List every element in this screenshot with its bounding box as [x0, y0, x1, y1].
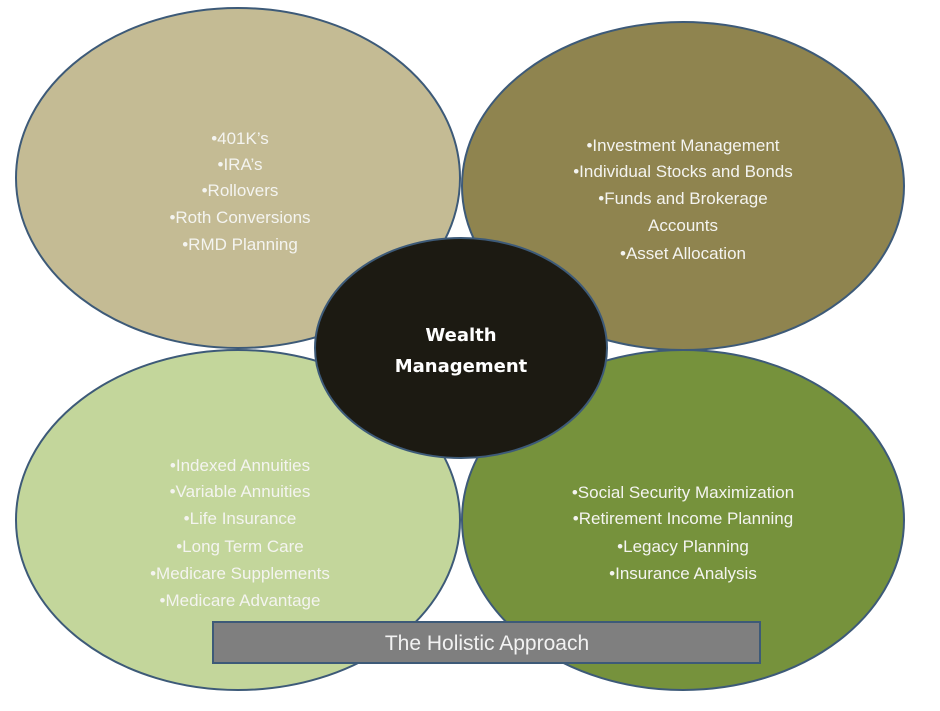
list-item: •Indexed Annuities [170, 456, 310, 475]
list-item: Accounts [648, 216, 718, 235]
insurance-products-circle [15, 349, 461, 691]
bottom-right-items: •Social Security Maximization •Retiremen… [572, 483, 794, 583]
center-title-line1: Wealth [425, 325, 496, 346]
list-item: •Funds and Brokerage [598, 189, 767, 208]
center-title-line2: Management [395, 356, 528, 377]
top-left-items: •401K’s •IRA’s •Rollovers •Roth Conversi… [169, 129, 310, 254]
list-item: •Rollovers [202, 181, 279, 200]
list-item: •IRA’s [218, 155, 263, 174]
list-item: •Retirement Income Planning [573, 509, 793, 528]
center-circle [314, 237, 608, 459]
list-item: •401K’s [211, 129, 269, 148]
list-item: •Legacy Planning [617, 537, 749, 556]
list-item: •Long Term Care [176, 537, 304, 556]
list-item: •RMD Planning [182, 235, 298, 254]
income-planning-circle [461, 349, 905, 691]
list-item: •Investment Management [586, 136, 779, 155]
list-item: •Individual Stocks and Bonds [573, 162, 793, 181]
list-item: •Variable Annuities [170, 482, 311, 501]
list-item: •Roth Conversions [169, 208, 310, 227]
list-item: •Asset Allocation [620, 244, 746, 263]
list-item: •Insurance Analysis [609, 564, 757, 583]
bottom-left-items: •Indexed Annuities •Variable Annuities •… [150, 456, 330, 610]
list-item: •Medicare Supplements [150, 564, 330, 583]
holistic-approach-banner [212, 621, 761, 664]
banner-label: The Holistic Approach [385, 632, 589, 655]
top-right-items: •Investment Management •Individual Stock… [573, 136, 793, 263]
list-item: •Medicare Advantage [160, 591, 321, 610]
list-item: •Social Security Maximization [572, 483, 794, 502]
retirement-accounts-circle [15, 7, 461, 349]
list-item: •Life Insurance [184, 509, 297, 528]
